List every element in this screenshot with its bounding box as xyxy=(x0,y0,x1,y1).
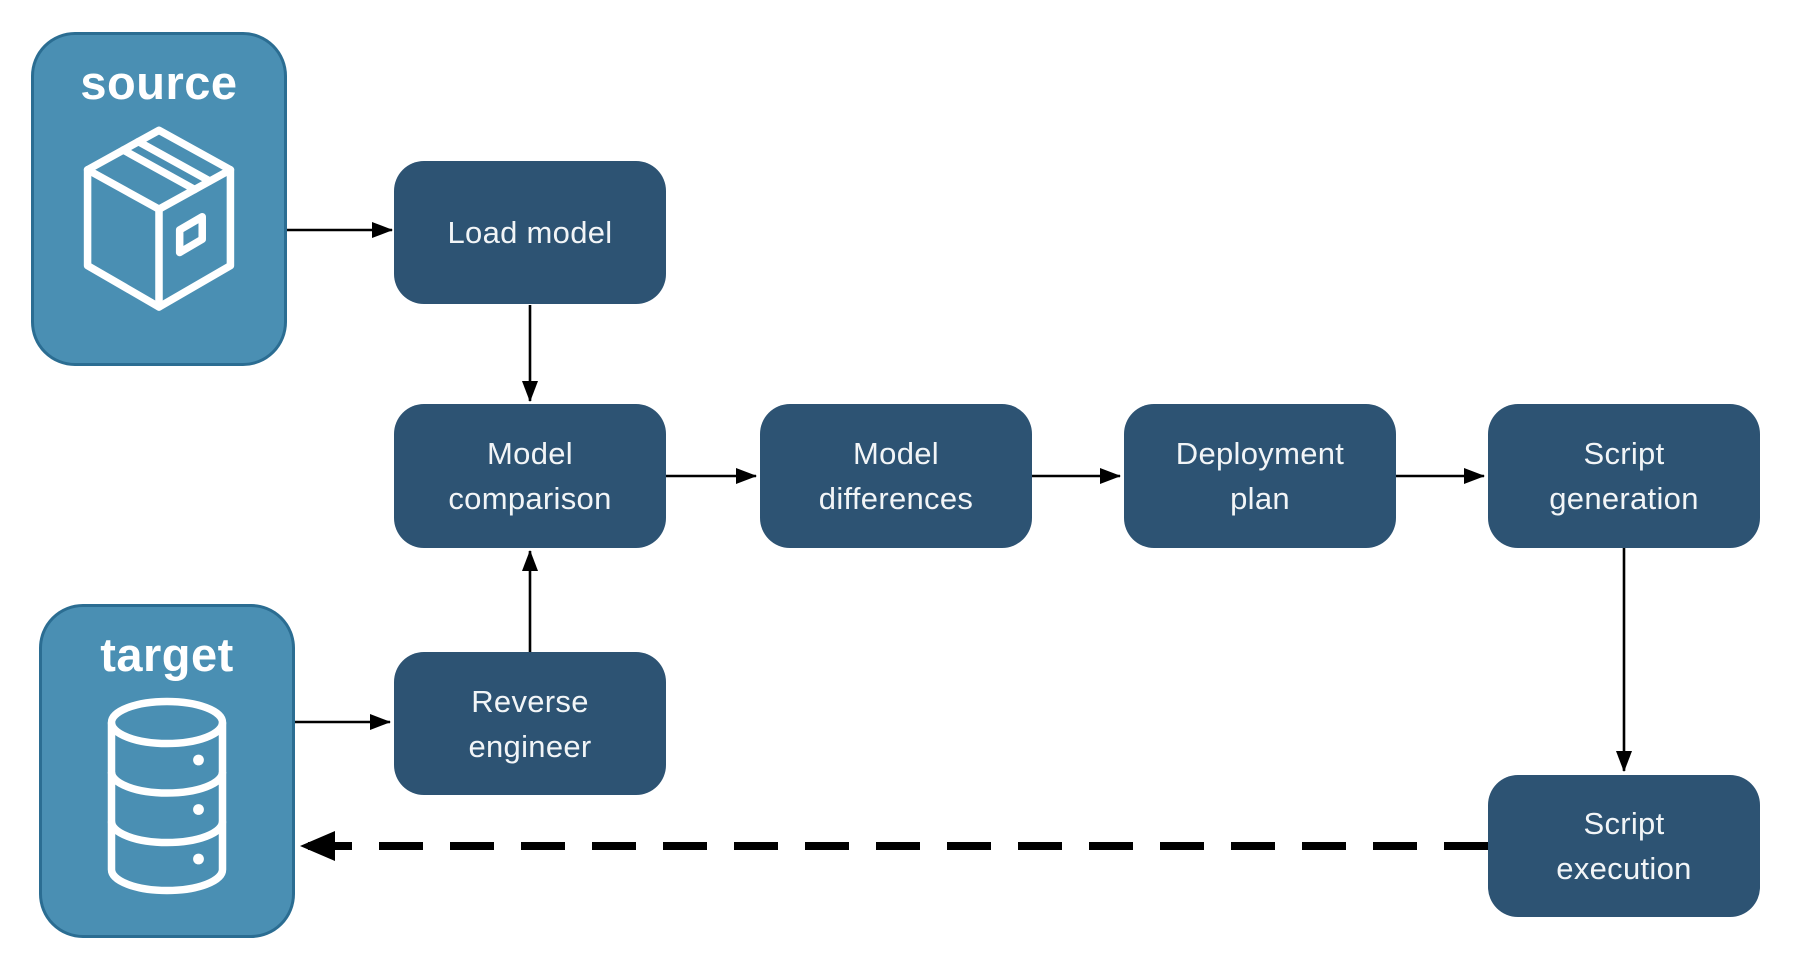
database-dot xyxy=(193,853,204,865)
reverse-engineer-label: Reverse engineer xyxy=(468,683,592,764)
deployment-plan-label: Deployment plan xyxy=(1175,436,1345,516)
database-dot xyxy=(193,803,204,815)
database-icon xyxy=(107,697,227,894)
package-icon xyxy=(83,126,235,311)
database-dot xyxy=(193,754,204,766)
load-model-label: Load model xyxy=(447,215,613,250)
model-differences-label: Model differences xyxy=(818,436,974,516)
script-execution-label: Script execution xyxy=(1556,806,1692,886)
script-generation-label: Script generation xyxy=(1549,436,1699,516)
model-differences-node: Model differences xyxy=(760,404,1032,548)
model-comparison-node: Model comparison xyxy=(394,404,666,548)
deployment-plan-node: Deployment plan xyxy=(1124,404,1396,548)
target-node: target xyxy=(39,604,295,938)
target-label: target xyxy=(100,628,234,681)
source-label: source xyxy=(80,56,238,109)
load-model-node: Load model xyxy=(394,161,666,304)
script-execution-node: Script execution xyxy=(1488,775,1760,917)
source-node: source xyxy=(31,32,287,366)
script-generation-node: Script generation xyxy=(1488,404,1760,548)
reverse-engineer-node: Reverse engineer xyxy=(394,652,666,795)
model-comparison-label: Model comparison xyxy=(448,436,612,516)
